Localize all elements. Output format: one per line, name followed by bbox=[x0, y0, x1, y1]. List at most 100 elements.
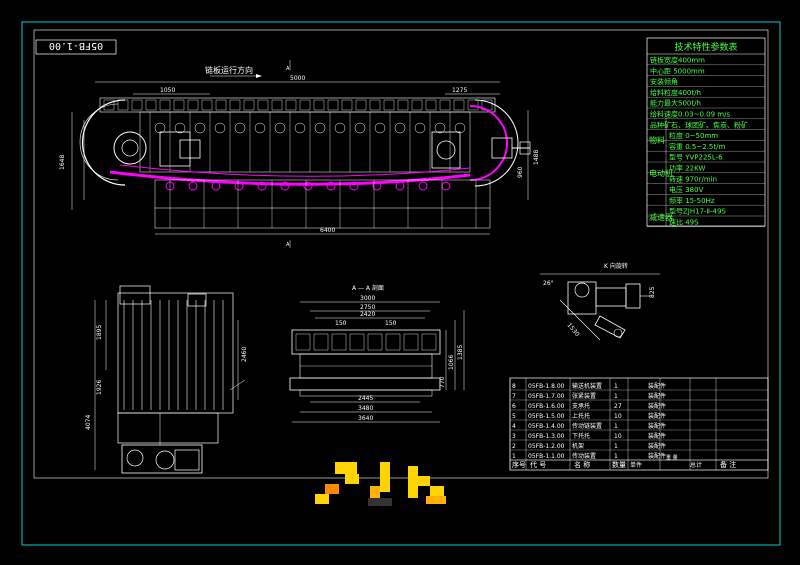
spec-title: 技术特性参数表 bbox=[674, 41, 737, 53]
spec-row: 链板宽度400mm bbox=[650, 56, 705, 65]
part-no: 3 bbox=[512, 433, 516, 440]
dim-view-a: 1895 bbox=[96, 325, 103, 340]
hdr-total: 总计 bbox=[690, 461, 702, 469]
spec-row: 安装倾角 bbox=[650, 77, 678, 86]
drawing-number-box: 05FB-1.00 bbox=[35, 39, 117, 55]
part-no: 8 bbox=[512, 383, 516, 390]
part-qty: 1 bbox=[614, 423, 618, 430]
return-roller bbox=[211, 181, 221, 191]
section-dim-h3: 1385 bbox=[457, 345, 464, 360]
part-code: 05FB-1.1.00 bbox=[528, 453, 565, 460]
section-title: A — A 剖面 bbox=[352, 284, 384, 292]
section-mark-bottom: A bbox=[286, 242, 290, 248]
part-no: 2 bbox=[512, 443, 516, 450]
direction-label: 链板运行方向 bbox=[205, 65, 253, 75]
chain-plate bbox=[117, 99, 129, 111]
dim-bottom: 6400 bbox=[320, 227, 335, 234]
carrier-roller bbox=[314, 122, 326, 134]
spec-row: 转速 970r/min bbox=[669, 174, 717, 183]
section-cell bbox=[349, 333, 365, 351]
spec-row: 中心距 5000mm bbox=[650, 66, 705, 75]
chain-plate bbox=[369, 99, 381, 111]
return-roller bbox=[372, 181, 382, 191]
section-dim-w1: 3000 bbox=[360, 295, 375, 302]
section-mark-top: A bbox=[286, 66, 290, 72]
part-name: 支承托 bbox=[572, 402, 590, 410]
part-qty: 10 bbox=[614, 433, 622, 440]
part-name: 传动链装置 bbox=[572, 422, 602, 430]
dim-overall: 5000 bbox=[290, 75, 305, 82]
return-roller bbox=[441, 181, 451, 191]
section-dim-d1: 150 bbox=[335, 320, 347, 327]
carrier-roller bbox=[354, 122, 366, 134]
part-code: 05FB-1.4.00 bbox=[528, 423, 565, 430]
part-name: 张紧装置 bbox=[572, 392, 596, 400]
part-code: 05FB-1.2.00 bbox=[528, 443, 565, 450]
part-name: 上托托 bbox=[572, 412, 590, 420]
dim-right: 1275 bbox=[452, 87, 467, 94]
outer-frame bbox=[21, 21, 781, 546]
part-note: 装配件 bbox=[648, 392, 666, 400]
chain-plate bbox=[159, 99, 171, 111]
hdr-name: 名 称 bbox=[574, 460, 590, 469]
dim-view-c: 4074 bbox=[85, 415, 92, 430]
chain-plate bbox=[285, 99, 297, 111]
part-note: 装配件 bbox=[648, 452, 666, 460]
chain-plate bbox=[453, 99, 465, 111]
chain-plate bbox=[215, 99, 227, 111]
section-cell bbox=[367, 333, 383, 351]
part-no: 6 bbox=[512, 403, 516, 410]
section-dim-b2: 3480 bbox=[358, 405, 373, 412]
carrier-roller bbox=[294, 122, 306, 134]
part-qty: 10 bbox=[614, 413, 622, 420]
section-cell bbox=[313, 333, 329, 351]
section-dim-b1: 2445 bbox=[358, 395, 373, 402]
chain-plate bbox=[173, 99, 185, 111]
dim-left: 1050 bbox=[160, 87, 175, 94]
section-dim-h1: 770 bbox=[439, 376, 446, 388]
inner-frame bbox=[33, 29, 769, 479]
chain-plate bbox=[131, 99, 143, 111]
carrier-roller bbox=[414, 122, 426, 134]
return-roller bbox=[326, 181, 336, 191]
k-view-title: K 向旋转 bbox=[604, 262, 628, 270]
spec-row: 速比 49S bbox=[669, 218, 699, 227]
front-view: 1895 1926 4074 2460 bbox=[85, 285, 248, 474]
spec-row: 能力最大500t/h bbox=[650, 99, 701, 108]
part-code: 05FB-1.3.00 bbox=[528, 433, 565, 440]
k-angle: 26° bbox=[543, 280, 554, 287]
mosaic-block bbox=[315, 462, 446, 506]
chain-plate bbox=[341, 99, 353, 111]
k-length: 1530 bbox=[565, 322, 580, 338]
chain-plate bbox=[355, 99, 367, 111]
part-name: 输送机装置 bbox=[572, 382, 602, 390]
carrier-roller bbox=[174, 122, 186, 134]
carrier-roller bbox=[434, 122, 446, 134]
section-cell bbox=[331, 333, 347, 351]
part-code: 05FB-1.6.00 bbox=[528, 403, 565, 410]
main-side-view: 5000 1050 1275 链板运行方向 bbox=[59, 60, 540, 248]
chain-plate bbox=[187, 99, 199, 111]
spec-row: 粒度 0~50mm bbox=[669, 131, 718, 140]
carrier-roller bbox=[374, 122, 386, 134]
chain-plate bbox=[327, 99, 339, 111]
part-code: 05FB-1.8.00 bbox=[528, 383, 565, 390]
chain-plate bbox=[229, 99, 241, 111]
part-code: 05FB-1.7.00 bbox=[528, 393, 565, 400]
chain-plate bbox=[467, 99, 479, 111]
section-dim-w2: 2750 bbox=[360, 304, 375, 311]
hdr-no: 序号 bbox=[512, 460, 526, 469]
spec-row: 型号 YVP225L-6 bbox=[669, 153, 723, 162]
hdr-code: 代 号 bbox=[530, 460, 546, 469]
part-name: 机架 bbox=[572, 442, 584, 450]
chain-plate bbox=[299, 99, 311, 111]
spec-row: 给料粒度400t/h bbox=[650, 88, 701, 97]
chain-plate bbox=[411, 99, 423, 111]
spec-row: 功率 22KW bbox=[669, 164, 705, 173]
chain-plate bbox=[271, 99, 283, 111]
spec-row: 容重 0.5~2.5t/m bbox=[669, 142, 725, 151]
return-roller bbox=[257, 181, 267, 191]
k-view: K 向旋转 26° 1530 825 bbox=[540, 262, 660, 341]
